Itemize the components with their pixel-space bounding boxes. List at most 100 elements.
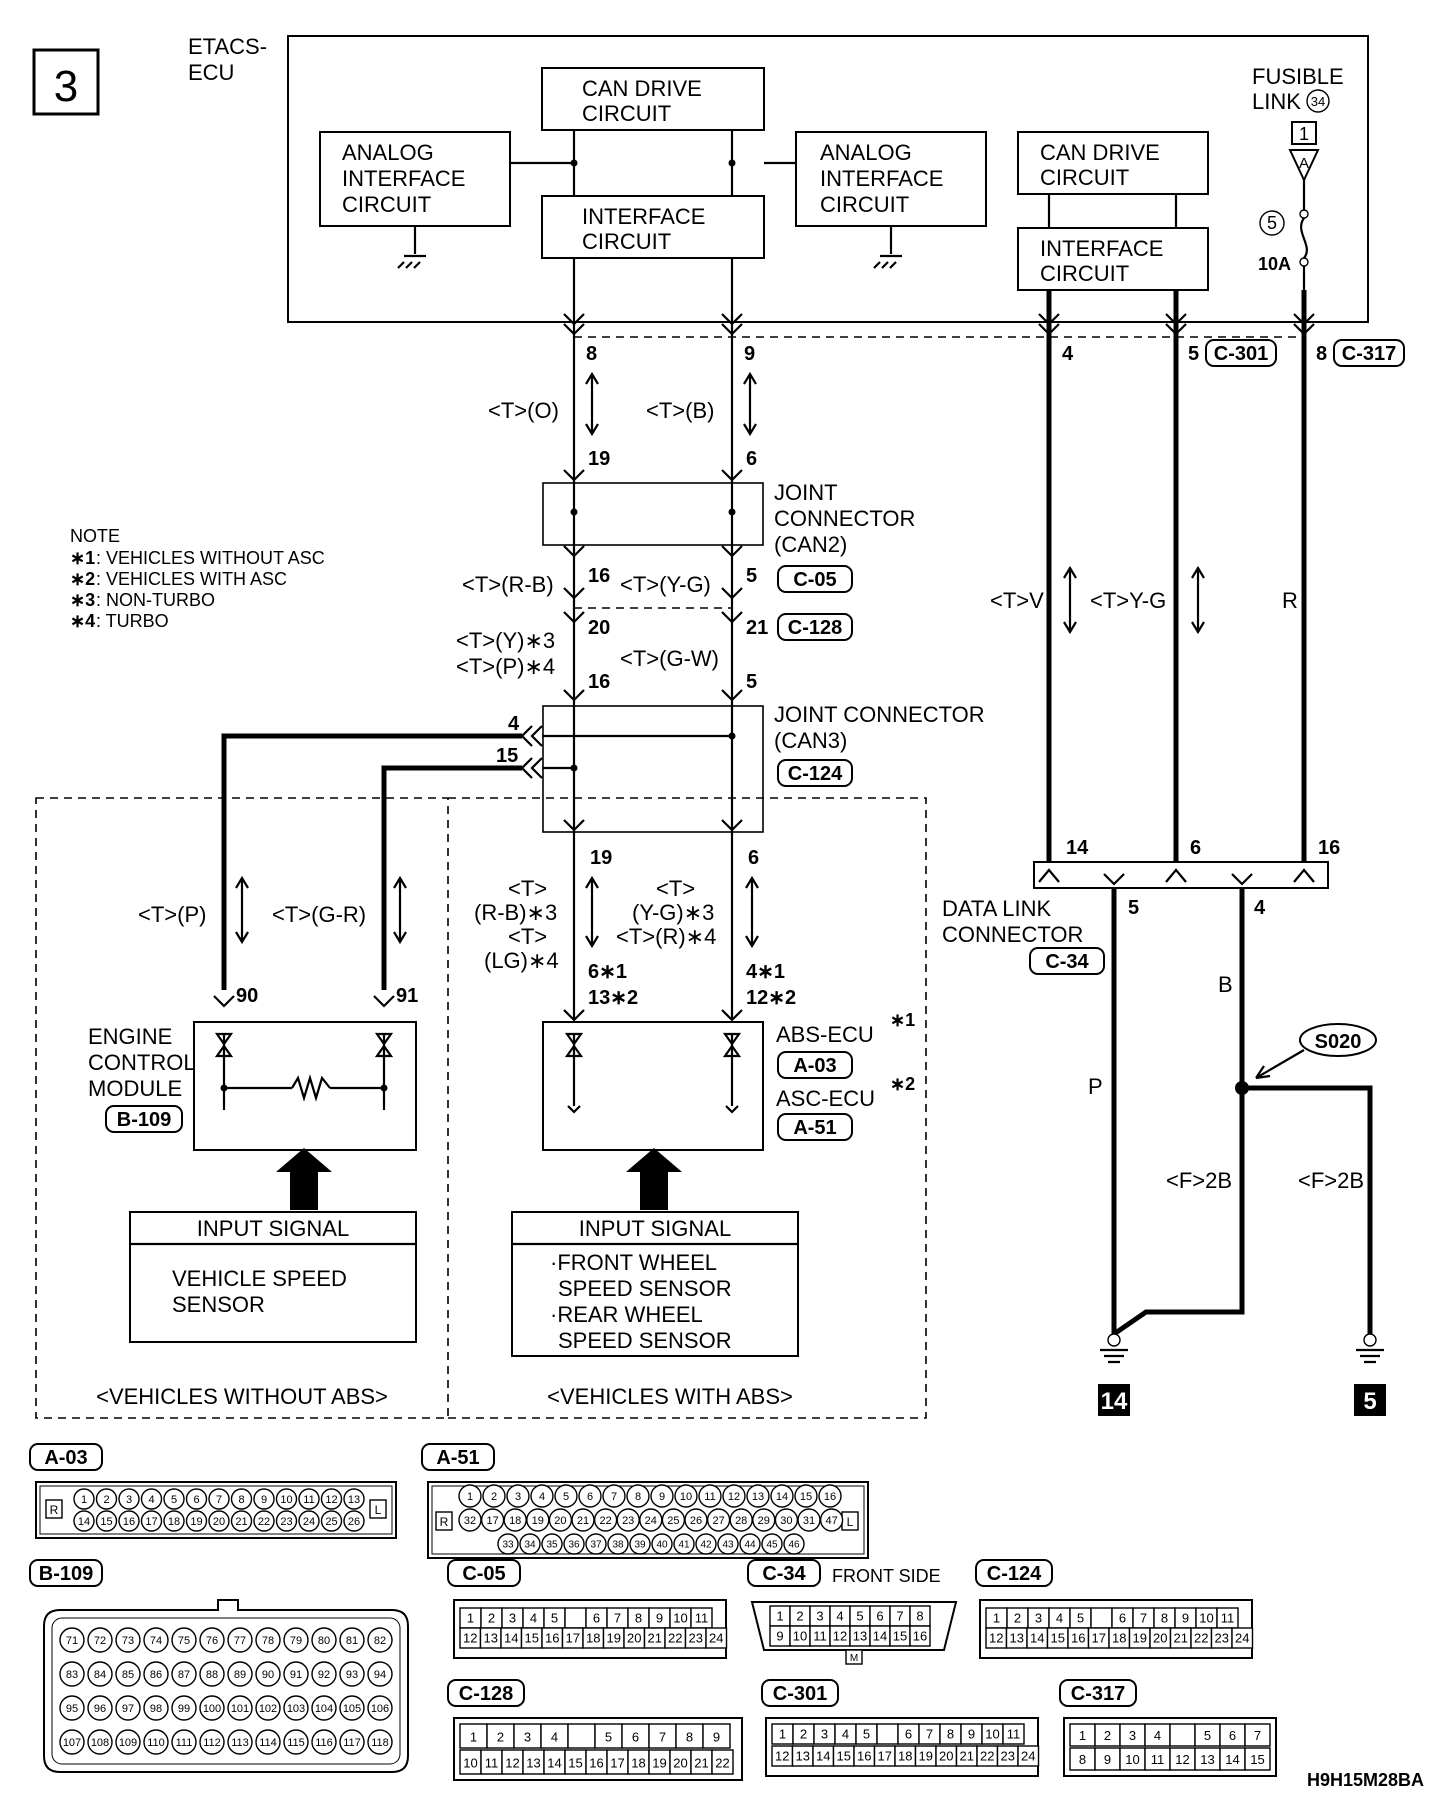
- connector-pin: [95, 1510, 118, 1532]
- connector-pin-number: 10: [673, 1610, 687, 1625]
- svg-text:C-301: C-301: [1214, 343, 1268, 365]
- engine-control-module: ENGINE CONTROL MODULE B-109: [88, 1021, 417, 1151]
- connector-pin-number: 16: [545, 1630, 559, 1645]
- connector-pin-number: 93: [346, 1669, 358, 1681]
- svg-text:C-124: C-124: [788, 763, 843, 785]
- connector-pin-number: 15: [568, 1755, 582, 1770]
- connector-pin-number: 15: [525, 1630, 539, 1645]
- svg-text:SPEED SENSOR: SPEED SENSOR: [558, 1328, 732, 1353]
- connector-pin-number: 9: [1182, 1610, 1189, 1625]
- connector-pin-number: 2: [103, 1494, 109, 1506]
- connector-pin-number: 28: [735, 1515, 747, 1527]
- connector-pin: [283, 1729, 309, 1755]
- connector-pin: [87, 1695, 113, 1721]
- fusible-link: FUSIBLE LINK 34 1 A 5 10A: [1252, 64, 1344, 322]
- connector-pin-number: 13: [526, 1755, 540, 1770]
- connector-pin-number: 2: [1014, 1610, 1021, 1625]
- wire-color-lg-star4: (LG)∗4: [484, 948, 559, 973]
- connector-pin: [115, 1661, 141, 1687]
- connector-cavity: [702, 1723, 731, 1749]
- connector-pin-number: 15: [1051, 1630, 1065, 1645]
- connector-pin-number: 8: [635, 1610, 642, 1625]
- connector-pin: [59, 1729, 85, 1755]
- tag-b-109: B-109: [105, 1105, 183, 1133]
- wire-color-y-g: <T>(Y-G): [620, 572, 711, 597]
- connector-pin: [602, 1484, 626, 1508]
- connector-pin-number: 21: [648, 1630, 662, 1645]
- tag-c-05: C-05: [777, 565, 853, 593]
- connector-pin-number: 7: [614, 1610, 621, 1625]
- connector-pin-number: 18: [509, 1515, 521, 1527]
- svg-text:INPUT SIGNAL: INPUT SIGNAL: [197, 1216, 349, 1241]
- connector-pin-number: 95: [66, 1703, 78, 1715]
- svg-text:: NON-TURBO: : NON-TURBO: [96, 590, 215, 610]
- connector-cavity: [909, 1625, 931, 1647]
- svg-text:CIRCUIT: CIRCUIT: [582, 229, 671, 254]
- connector-pin: [343, 1488, 365, 1510]
- connector-pin: [519, 1533, 541, 1555]
- connector-pin: [506, 1484, 530, 1508]
- connector-pin: [722, 1484, 746, 1508]
- ground-5: 5: [1354, 1333, 1386, 1416]
- connector-pin-number: 17: [878, 1748, 892, 1763]
- connector-pin-number: 15: [893, 1628, 907, 1643]
- svg-text:SENSOR: SENSOR: [172, 1292, 265, 1317]
- connector-pin: [607, 1533, 629, 1555]
- connector-pin-number: 94: [374, 1669, 386, 1681]
- svg-text:CIRCUIT: CIRCUIT: [342, 192, 431, 217]
- connector-pin: [171, 1695, 197, 1721]
- connector-pin-number: 22: [1194, 1630, 1208, 1645]
- wire-color-p: <T>(P): [138, 902, 206, 927]
- connector-pin-number: 23: [1001, 1748, 1015, 1763]
- connector-pin-number: 14: [873, 1628, 887, 1643]
- connector-pin: [118, 1488, 140, 1510]
- connector-pin-number: 112: [203, 1737, 221, 1749]
- connector-pin-number: 106: [371, 1703, 389, 1715]
- connector-pin-number: 2: [800, 1726, 807, 1741]
- connector-pin-number: 17: [566, 1630, 580, 1645]
- connector-pin-number: 84: [94, 1669, 106, 1681]
- splice-point: [1235, 1081, 1249, 1095]
- svg-text:∗1: ∗1: [70, 548, 95, 568]
- svg-text:ANALOG: ANALOG: [342, 140, 434, 165]
- wire-label: <T>: [508, 876, 547, 901]
- connector-pin-number: 4: [148, 1494, 154, 1506]
- connector-pin-number: 80: [318, 1635, 330, 1647]
- svg-text:R: R: [440, 1515, 449, 1529]
- connector-pin: [230, 1488, 253, 1510]
- svg-text:CIRCUIT: CIRCUIT: [820, 192, 909, 217]
- connector-pin-number: 86: [150, 1669, 162, 1681]
- connector-pin-number: 10: [463, 1755, 477, 1770]
- wire-label: <T>: [508, 924, 547, 949]
- ground-14: 14: [1098, 1333, 1130, 1416]
- connector-pin-number: 9: [656, 1610, 663, 1625]
- connector-pin-number: 19: [1133, 1630, 1147, 1645]
- pin-90: 90: [236, 985, 258, 1007]
- tag-c-301: C-301: [1205, 339, 1277, 367]
- svg-text:10A: 10A: [1258, 254, 1291, 274]
- connector-pin-number: 25: [325, 1516, 337, 1528]
- connector-pin: [629, 1533, 651, 1555]
- svg-text:5: 5: [1267, 213, 1277, 233]
- svg-text:C-34: C-34: [762, 1563, 806, 1585]
- connector-pin-number: 8: [916, 1608, 923, 1623]
- connector-pin-number: 5: [856, 1608, 863, 1623]
- svg-text:INTERFACE: INTERFACE: [1040, 236, 1163, 261]
- connector-pin-number: 107: [63, 1737, 81, 1749]
- connector-cavity: [1090, 1607, 1113, 1629]
- etacs-ecu: ETACS- ECU CAN DRIVE CIRCUIT ANALOG INTE…: [188, 34, 1369, 323]
- connector-pin-number: 46: [788, 1540, 800, 1551]
- connector-pin-number: 7: [896, 1608, 903, 1623]
- interface-circuit-1: INTERFACE CIRCUIT: [541, 195, 765, 259]
- connector-pin: [171, 1661, 197, 1687]
- connector-pin-number: 13: [484, 1630, 498, 1645]
- connector-pin-number: 7: [1140, 1610, 1147, 1625]
- connector-pin-number: 2: [488, 1610, 495, 1625]
- connector-pin-number: 110: [147, 1737, 165, 1749]
- svg-text:34: 34: [1311, 94, 1325, 109]
- wire-color-r: R: [1282, 588, 1298, 613]
- svg-text:A-51: A-51: [793, 1117, 836, 1139]
- connector-pin-number: 78: [262, 1635, 274, 1647]
- connector-pin: [770, 1484, 794, 1508]
